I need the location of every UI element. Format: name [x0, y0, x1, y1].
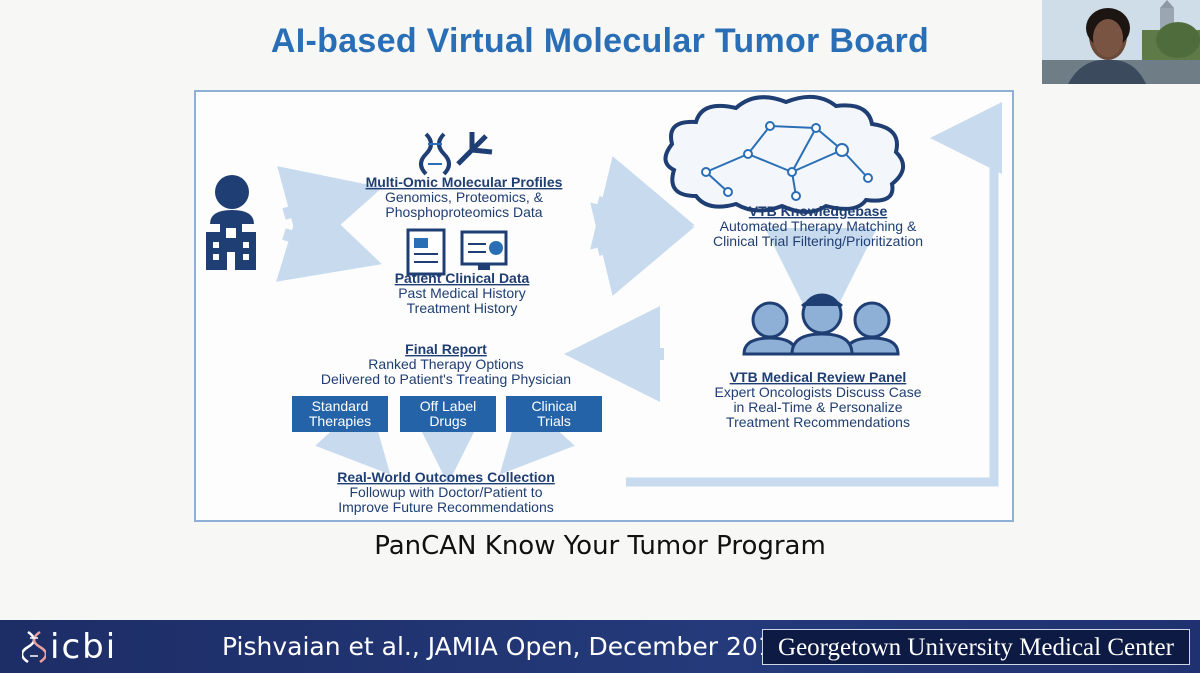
review-panel-heading: VTB Medical Review Panel — [730, 369, 907, 385]
clinical-documents-icon — [406, 228, 508, 276]
multi-omic-line2: Phosphoproteomics Data — [385, 204, 542, 220]
option-offlabel-line2: Drugs — [429, 413, 466, 429]
review-panel-line1: Expert Oncologists Discuss Case — [715, 384, 922, 400]
outcomes-heading: Real-World Outcomes Collection — [337, 469, 555, 485]
icbi-logo: icbi — [50, 627, 118, 667]
multi-omic-heading: Multi-Omic Molecular Profiles — [366, 174, 563, 190]
slide-caption: PanCAN Know Your Tumor Program — [374, 531, 826, 561]
institution-name: Georgetown University Medical Center — [762, 629, 1190, 665]
option-box-standard-therapies — [292, 396, 388, 432]
footer-bar: icbi Pishvaian et al., JAMIA Open, Decem… — [0, 620, 1200, 673]
hospital-icon — [206, 222, 256, 270]
review-panel-doctors-icon — [742, 293, 900, 356]
option-box-clinical-trials — [506, 396, 602, 432]
dna-antibody-icon — [419, 132, 493, 176]
tumor-board-diagram: Multi-Omic Molecular Profiles Genomics, … — [194, 90, 1014, 522]
clinical-line2: Treatment History — [407, 300, 518, 316]
multi-omic-line1: Genomics, Proteomics, & — [385, 189, 544, 205]
patient-icon — [210, 175, 254, 224]
option-standard-line2: Therapies — [309, 413, 371, 429]
final-report-heading: Final Report — [405, 341, 487, 357]
final-report-line2: Delivered to Patient's Treating Physicia… — [321, 371, 571, 387]
knowledgebase-brain-icon — [663, 94, 905, 214]
clinical-line1: Past Medical History — [398, 285, 526, 301]
final-report-line1: Ranked Therapy Options — [368, 356, 523, 372]
presenter-video-thumbnail — [1042, 0, 1200, 84]
clinical-heading: Patient Clinical Data — [395, 270, 530, 286]
outcomes-line1: Followup with Doctor/Patient to — [350, 484, 543, 500]
citation: Pishvaian et al., JAMIA Open, December 2… — [222, 632, 790, 661]
outcomes-line2: Improve Future Recommendations — [338, 499, 554, 515]
slide-title: AI-based Virtual Molecular Tumor Board — [270, 22, 930, 60]
option-standard-line1: Standard — [312, 398, 369, 414]
review-panel-line2: in Real-Time & Personalize — [733, 399, 902, 415]
knowledgebase-heading: VTB Knowledgebase — [749, 203, 888, 219]
knowledgebase-line1: Automated Therapy Matching & — [720, 218, 917, 234]
dna-icon — [22, 630, 46, 664]
option-offlabel-line1: Off Label — [420, 398, 477, 414]
option-trials-line1: Clinical — [531, 398, 576, 414]
option-box-off-label-drugs — [400, 396, 496, 432]
review-panel-line3: Treatment Recommendations — [726, 414, 910, 430]
knowledgebase-line2: Clinical Trial Filtering/Prioritization — [713, 233, 923, 249]
option-trials-line2: Trials — [537, 413, 571, 429]
